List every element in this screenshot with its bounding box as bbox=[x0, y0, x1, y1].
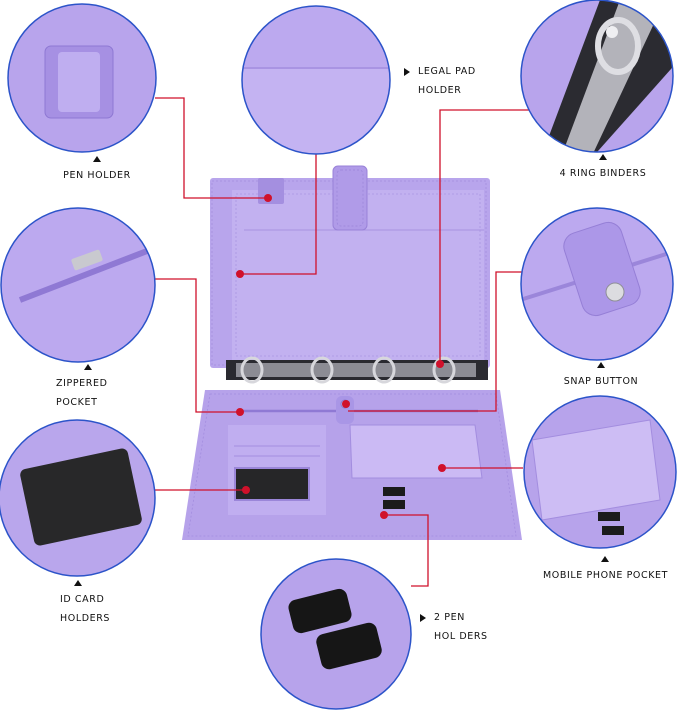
detail-pen-holder bbox=[8, 4, 156, 152]
label-snap-button: SNAP BUTTON bbox=[553, 362, 649, 391]
label-ring-binders: 4 RING BINDERS bbox=[553, 154, 653, 183]
triangle-right-icon bbox=[404, 67, 410, 76]
label-legal-pad-holder: LEGAL PAD HOLDER bbox=[404, 62, 476, 100]
triangle-right-icon bbox=[420, 613, 426, 622]
triangle-up-icon bbox=[74, 580, 82, 586]
pen-loop bbox=[383, 500, 405, 509]
triangle-up-icon bbox=[599, 154, 607, 160]
pen-loop bbox=[383, 487, 405, 496]
label-pen-holder: PEN HOLDER bbox=[60, 156, 134, 185]
padfolio bbox=[182, 165, 522, 540]
detail-ring-binder bbox=[521, 0, 673, 152]
detail-pen-loops bbox=[261, 559, 411, 709]
triangle-up-icon bbox=[84, 364, 92, 370]
triangle-up-icon bbox=[597, 362, 605, 368]
closure-strap bbox=[332, 165, 368, 231]
detail-phone-pocket bbox=[524, 396, 676, 548]
label-zippered-pocket: ZIPPERED POCKET bbox=[56, 364, 120, 412]
triangle-up-icon bbox=[601, 556, 609, 562]
detail-legal-pad bbox=[242, 6, 390, 154]
label-mobile-phone-pocket: MOBILE PHONE POCKET bbox=[543, 556, 667, 585]
phone-pocket bbox=[349, 424, 483, 479]
triangle-up-icon bbox=[93, 156, 101, 162]
callout-dots bbox=[236, 194, 446, 519]
detail-snap-button bbox=[521, 208, 673, 360]
label-id-card-holders: ID CARD HOLDERS bbox=[60, 580, 130, 628]
detail-zippered-pocket bbox=[1, 208, 155, 362]
binder-rings bbox=[240, 356, 456, 384]
label-two-pen-holders: 2 PEN HOL DERS bbox=[420, 608, 488, 646]
id-card-window bbox=[235, 468, 309, 500]
detail-id-card bbox=[0, 420, 155, 576]
